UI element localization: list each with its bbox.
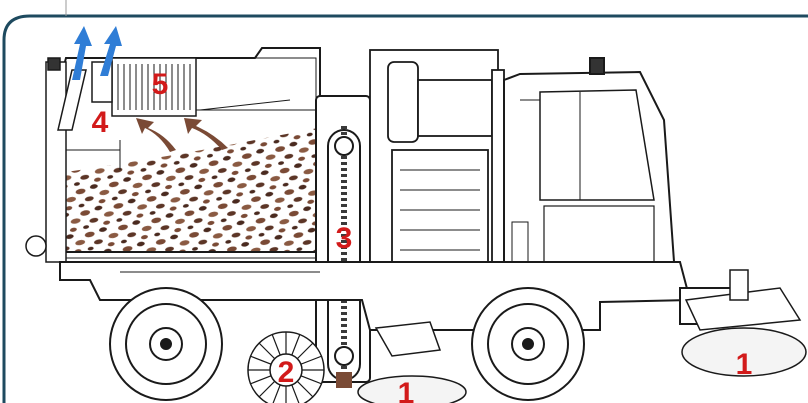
- side-brush-front: [681, 269, 807, 377]
- side-brush-rear: [357, 321, 467, 403]
- callout-5: 5: [152, 68, 169, 101]
- rear-post: [25, 57, 113, 263]
- frame-border: [2, 14, 808, 403]
- callout-1-rear: 1: [736, 348, 753, 381]
- callout-4: 4: [92, 106, 109, 139]
- callout-2: 2: [278, 356, 295, 389]
- front-wheel: [471, 287, 585, 401]
- cab: [503, 57, 678, 291]
- rear-wheel: [109, 287, 223, 401]
- debris-flow-arrow-icon: [136, 118, 176, 152]
- debris-flow-arrow-icon: [184, 118, 228, 150]
- callout-1-front: 1: [398, 377, 415, 403]
- callout-3: 3: [336, 222, 353, 255]
- conveyor: [315, 95, 371, 388]
- central-broom: [247, 331, 325, 403]
- air-outlet-arrow-icon: [72, 26, 92, 80]
- engine-bay: [369, 49, 505, 285]
- air-outlet-arrow-icon: [100, 26, 122, 76]
- debris-load: [66, 128, 318, 252]
